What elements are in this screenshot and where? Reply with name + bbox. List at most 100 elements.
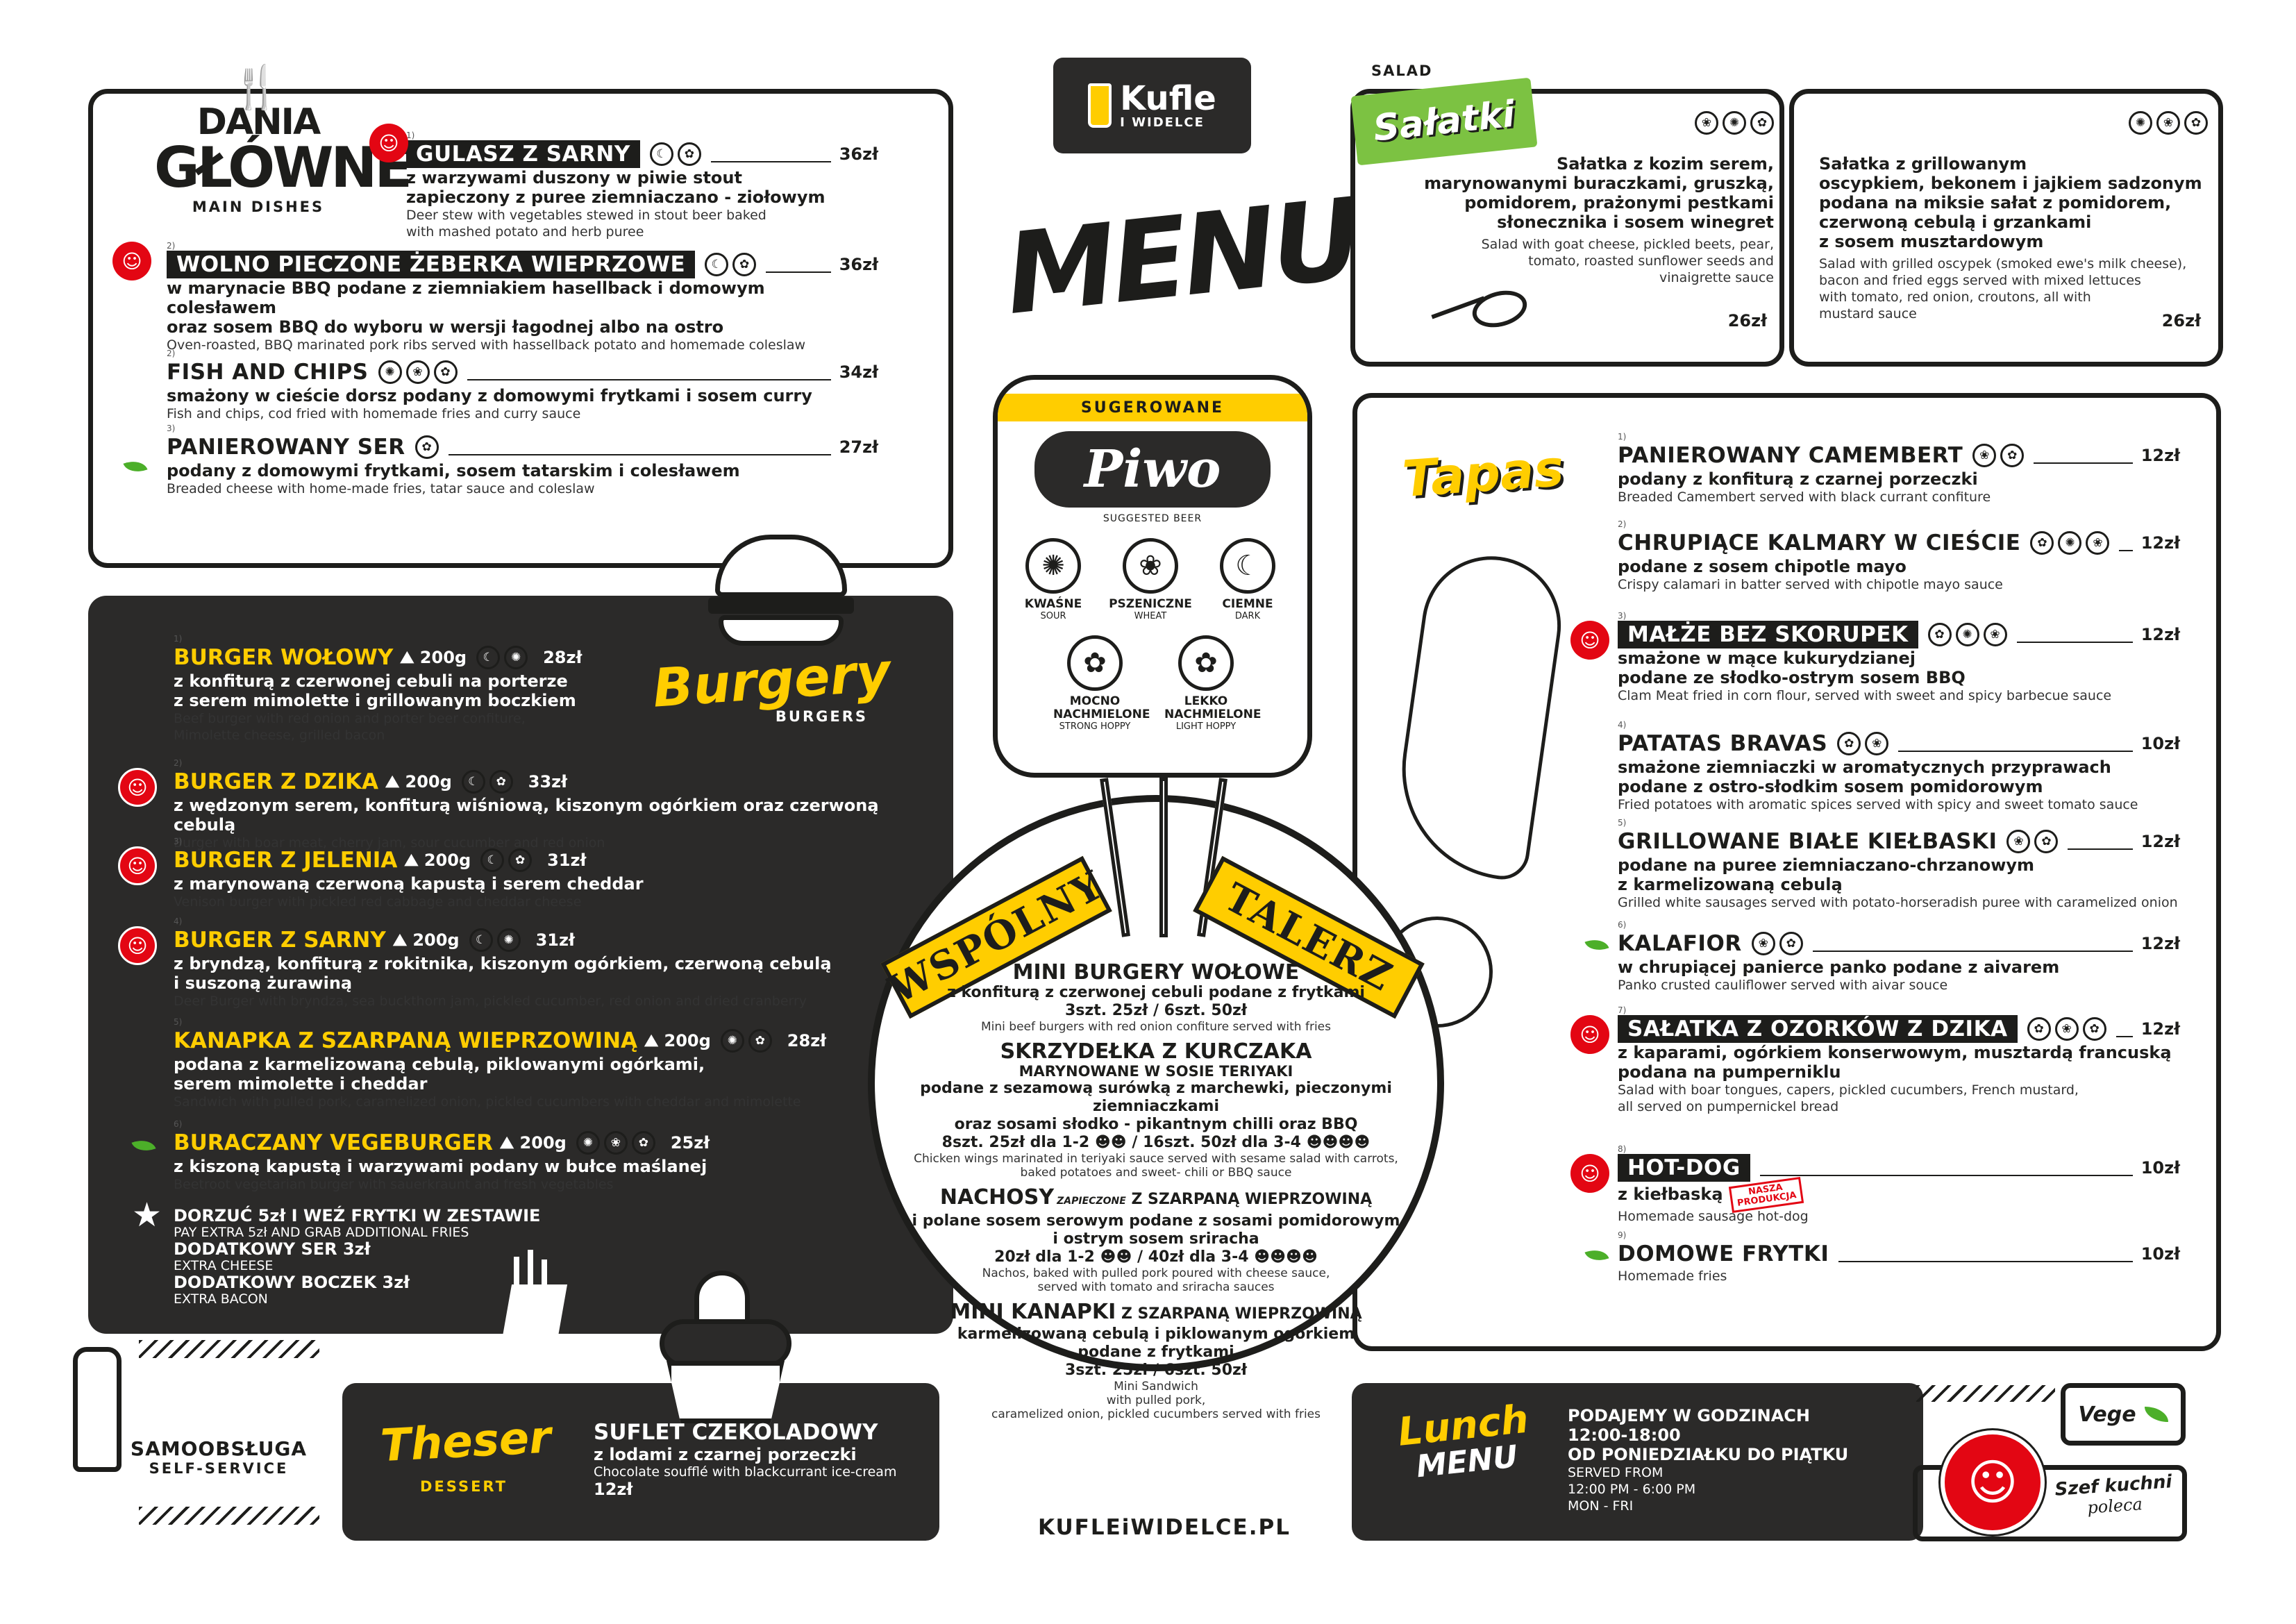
salad-item: ❀✺✿Sałatka z kozim serem, marynowanymi b… bbox=[1364, 111, 1774, 286]
item-number: 2) bbox=[167, 241, 176, 251]
star-icon: ★ bbox=[132, 1196, 162, 1234]
price-leader bbox=[1838, 1261, 2133, 1262]
burger-description: z marynowaną czerwoną kapustą i serem ch… bbox=[174, 874, 644, 894]
chef-recommends-icon: ☺ bbox=[118, 768, 157, 807]
item-number: 5) bbox=[174, 1017, 183, 1027]
beer-type-icon: ✺ bbox=[1025, 538, 1081, 594]
dish-description-en: Homemade sausage hot-dog bbox=[1618, 1209, 1809, 1224]
burger-name: BURACZANY VEGEBURGER bbox=[174, 1130, 494, 1155]
dish-name: HOT-DOG bbox=[1618, 1154, 1750, 1182]
burger-description-en: Deer Burger with bryndza, sea buckthorn … bbox=[174, 994, 807, 1009]
dish-description: podany z konfiturą z czarnej porzeczki bbox=[1618, 469, 1978, 489]
beer-pairing-icon: ❀ bbox=[1983, 623, 2007, 646]
allergen-icons: ✿✺❀ bbox=[2026, 531, 2110, 555]
burger-description-en: Burger with boar meat, cherry jam, sour … bbox=[174, 835, 605, 851]
allergen-icons: ✿ bbox=[411, 435, 439, 459]
item-title-row: PATATAS BRAVAS✿❀10zł bbox=[1618, 730, 2180, 757]
beer-pairing-icon: ❀ bbox=[2006, 830, 2031, 853]
price-leader bbox=[710, 161, 831, 162]
chef-recommends-icon: ☺ bbox=[1570, 1015, 1609, 1054]
main-dishes-heading: 🍴 DANIA GŁÓWNE MAIN DISHES bbox=[154, 63, 412, 215]
extra-label-en: PAY EXTRA 5zł AND GRAB ADDITIONAL FRIES bbox=[174, 1225, 469, 1240]
burger-description-en: Beetroot vegetarian burger with sauerkra… bbox=[174, 1177, 614, 1192]
beer-pairing-icon: ✺ bbox=[720, 1029, 744, 1053]
main-dishes-panel bbox=[88, 89, 953, 568]
dish-price: 12zł bbox=[2140, 625, 2180, 644]
dish-description-en: Clam Meat fried in corn flour, served wi… bbox=[1618, 688, 2112, 703]
beer-pairing-icon: ☾ bbox=[461, 770, 485, 794]
allergen-icons: ☾✿ bbox=[701, 253, 757, 276]
item-title-row: BURACZANY VEGEBURGER⛰ 200g✺❀✿25zł bbox=[174, 1129, 903, 1157]
bottle-illustration bbox=[59, 1347, 135, 1486]
burger-weight: ⛰ 200g bbox=[385, 772, 452, 792]
salad-tag: SALAD bbox=[1371, 62, 1433, 79]
item-number: 2) bbox=[1618, 519, 1627, 529]
website-link[interactable]: KUFLEiWIDELCE.PL bbox=[1038, 1515, 1291, 1540]
item-title-row: FISH AND CHIPS✺❀✿34zł bbox=[167, 358, 878, 386]
item-title-row: KANAPKA Z SZARPANĄ WIEPRZOWINĄ⛰ 200g✺✿28… bbox=[174, 1027, 903, 1055]
legend-vege: Vege bbox=[2061, 1383, 2186, 1446]
platter-dish-sub: MARYNOWANE W SOSIE TERIYAKI bbox=[1019, 1063, 1293, 1080]
item-number: 9) bbox=[1618, 1230, 1627, 1240]
dish-price: 10zł bbox=[2140, 1244, 2180, 1264]
allergen-icons: ✺❀✿ bbox=[572, 1131, 655, 1155]
dish-description: podane na puree ziemniaczano-chrzanowym … bbox=[1618, 855, 2035, 894]
price-leader bbox=[448, 454, 831, 455]
burgers-panel bbox=[88, 596, 953, 1334]
extra-label-en: EXTRA BACON bbox=[174, 1291, 268, 1307]
beer-pairing-icon: ☾ bbox=[469, 928, 493, 952]
beer-pairing-icon: ✿ bbox=[489, 770, 513, 794]
extra-label-en: EXTRA CHEESE bbox=[174, 1258, 274, 1273]
price-leader bbox=[2068, 848, 2133, 850]
dish-name: PATATAS BRAVAS bbox=[1618, 731, 1828, 756]
burger-description: z kiszoną kapustą i warzywami podany w b… bbox=[174, 1157, 707, 1176]
burger-weight: ⛰ 200g bbox=[500, 1133, 567, 1153]
dish-description-en: Grilled white sausages served with potat… bbox=[1618, 895, 2178, 910]
beer-pairing-icon: ❀ bbox=[405, 360, 430, 384]
beer-pairing-icon: ☾ bbox=[476, 646, 501, 669]
salad-item: ✺❀✿Sałatka z grillowanym oscypkiem, beko… bbox=[1819, 111, 2208, 322]
beer-type-label: LEKKO NACHMIELONE bbox=[1164, 694, 1262, 721]
price-leader bbox=[2034, 462, 2133, 464]
platter-dish-name: NACHOSY bbox=[939, 1185, 1055, 1209]
burger-weight: ⛰ 200g bbox=[400, 648, 467, 667]
burger-weight: ⛰ 200g bbox=[404, 851, 471, 870]
item-title-row: BURGER WOŁOWY⛰ 200g☾✺28zł bbox=[174, 644, 903, 671]
dessert-panel bbox=[342, 1383, 939, 1541]
platter-price: 3szt. 25zł / 6szt. 50zł bbox=[1064, 1002, 1247, 1019]
dish-description-en: Fish and chips, cod fried with homemade … bbox=[167, 406, 581, 421]
extra-label: DODATKOWY SER 3zł bbox=[174, 1239, 371, 1259]
beer-pairing-icon: ✿ bbox=[732, 253, 757, 276]
lunch-panel bbox=[1352, 1383, 1923, 1541]
item-title-row: BURGER Z JELENIA⛰ 200g☾✿31zł bbox=[174, 846, 903, 874]
item-number: 2) bbox=[174, 758, 183, 768]
allergen-icons: ❀✺✿ bbox=[1691, 111, 1774, 135]
platter-dish-name: MINI BURGERY WOŁOWE bbox=[1012, 960, 1300, 985]
allergen-icons: ❀✿ bbox=[1748, 932, 1803, 955]
allergen-icons: ☾✺ bbox=[472, 646, 528, 669]
beer-pairing-icon: ✿ bbox=[2030, 531, 2054, 555]
dish-description: smażony w cieście dorsz podany z domowym… bbox=[167, 386, 812, 405]
beer-type-label-en: LIGHT HOPPY bbox=[1175, 721, 1237, 732]
chef-icon: ☺ bbox=[1941, 1430, 2045, 1534]
dessert-heading: Theser DESSERT bbox=[379, 1412, 553, 1495]
price-leader bbox=[1812, 951, 2133, 952]
beer-pairing-icon: ❀ bbox=[2156, 111, 2180, 135]
dish-description: podany z domowymi frytkami, sosem tatars… bbox=[167, 461, 740, 480]
platter-description: i polane sosem serowym podane z sosami p… bbox=[912, 1212, 1400, 1248]
dish-name: DOMOWE FRYTKI bbox=[1618, 1241, 1829, 1266]
burger-name: KANAPKA Z SZARPANĄ WIEPRZOWINĄ bbox=[174, 1028, 637, 1053]
beer-pairing-icon: ☾ bbox=[649, 142, 673, 166]
allergen-icons: ✿❀ bbox=[1833, 732, 1889, 755]
item-title-row: SAŁATKA Z OZORKÓW Z DZIKA✿❀✿12zł bbox=[1618, 1015, 2180, 1043]
logo: Kufle I WIDELCE bbox=[1053, 58, 1251, 153]
